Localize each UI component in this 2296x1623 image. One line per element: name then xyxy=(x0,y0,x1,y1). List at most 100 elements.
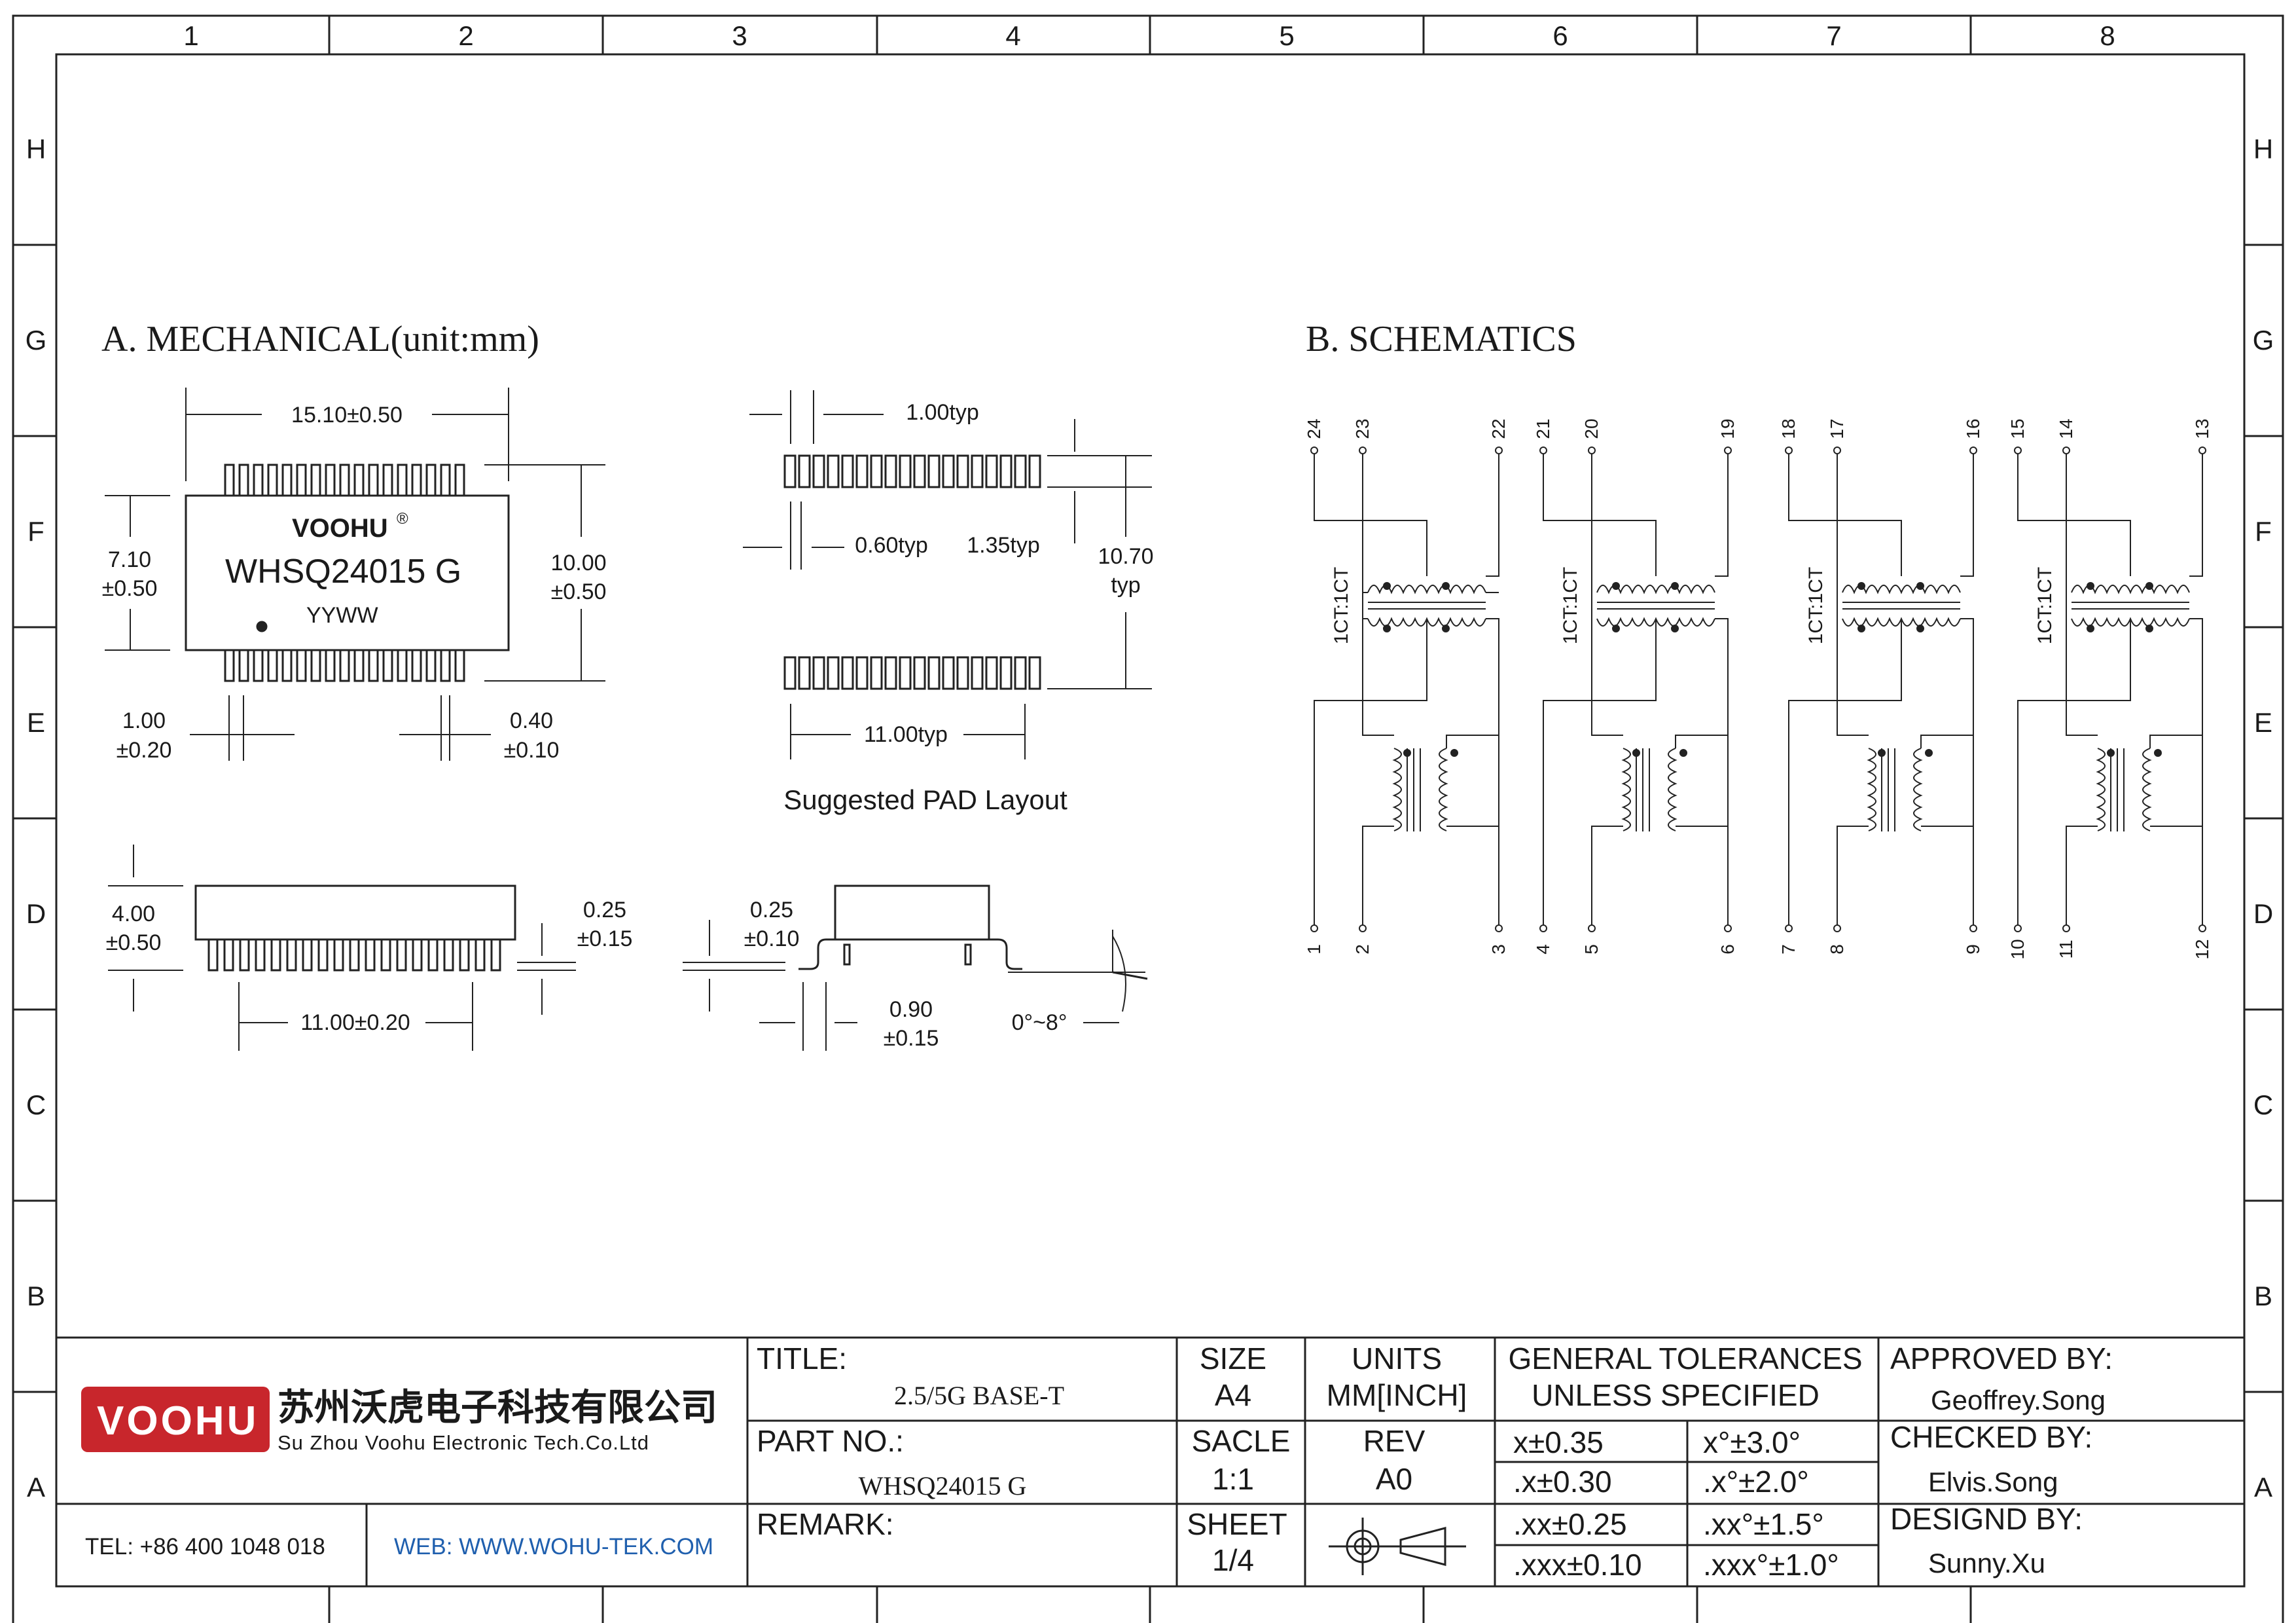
body-width-dim: 15.10±0.50 xyxy=(291,402,403,428)
designed-by-label: DESIGND BY: xyxy=(1890,1502,2083,1536)
top-view-dimensions xyxy=(105,388,605,761)
checked-by-value: Elvis.Song xyxy=(1928,1467,2058,1497)
body-height-dim: 7.10 xyxy=(107,547,152,572)
outer-frame xyxy=(12,14,2284,1623)
pad-pitch-dim: 1.00typ xyxy=(906,399,979,425)
span-tol: ±0.50 xyxy=(550,579,607,604)
height-tol: ±0.50 xyxy=(105,930,162,955)
turns-ratio-label: 1CT:1CT xyxy=(1560,566,1581,645)
column-label: 3 xyxy=(732,20,747,51)
schematic-diagram xyxy=(1310,447,2206,932)
voohu-logo-icon xyxy=(81,1387,270,1452)
sheet-label: SHEET xyxy=(1187,1507,1287,1541)
lead-profile-dimensions xyxy=(683,920,1145,1051)
side-view xyxy=(194,884,516,972)
tolerance-angular: .xx°±1.5° xyxy=(1703,1507,1824,1541)
row-label: B xyxy=(2253,1281,2273,1311)
tel-text: TEL: +86 400 1048 018 xyxy=(85,1534,325,1559)
row-label: E xyxy=(2253,707,2273,738)
column-label: 6 xyxy=(1552,20,1568,51)
web-link[interactable]: WEB: WWW.WOHU-TEK.COM xyxy=(394,1534,713,1559)
row-label: D xyxy=(26,898,46,929)
column-label: 1 xyxy=(183,20,199,51)
rev-value: A0 xyxy=(1375,1462,1413,1496)
column-label: 2 xyxy=(458,20,474,51)
pin-label: 19 xyxy=(1717,418,1738,439)
tolerance-angular: .x°±2.0° xyxy=(1703,1465,1809,1499)
pin-label: 10 xyxy=(2007,939,2028,960)
pin-label: 22 xyxy=(1488,418,1509,439)
tolerance-angular: x°±3.0° xyxy=(1703,1425,1801,1459)
side-view-dimensions xyxy=(108,845,576,1051)
lead-profile xyxy=(798,884,1148,980)
pin-label: 20 xyxy=(1581,418,1602,439)
schematics-heading: B. SCHEMATICS xyxy=(1306,319,1577,359)
scale-value: 1:1 xyxy=(1212,1462,1254,1496)
pin-label: 5 xyxy=(1581,944,1602,955)
tolerance-linear: .xxx±0.10 xyxy=(1513,1548,1642,1582)
pitch-tol: ±0.20 xyxy=(116,737,172,763)
pad-layout-caption: Suggested PAD Layout xyxy=(783,784,1067,815)
height-dim: 4.00 xyxy=(111,901,156,926)
foot-length-dim: 0.90 xyxy=(889,996,933,1022)
row-label: F xyxy=(2255,516,2272,547)
body-height-tol: ±0.50 xyxy=(101,575,158,601)
row-label: A xyxy=(26,1472,46,1503)
pin-label: 18 xyxy=(1778,418,1799,439)
turns-ratio-label: 1CT:1CT xyxy=(2034,566,2056,645)
pin-label: 4 xyxy=(1533,944,1553,955)
lead-thickness-dim: 0.25 xyxy=(749,897,794,922)
approved-by-value: Geoffrey.Song xyxy=(1931,1385,2106,1415)
checked-by-label: CHECKED BY: xyxy=(1890,1420,2093,1454)
package-part-marking: WHSQ24015 G xyxy=(225,553,462,591)
span-dim: 10.00 xyxy=(550,550,607,575)
part-number-value: WHSQ24015 G xyxy=(858,1471,1027,1501)
package-date-code: YYWW xyxy=(306,603,378,628)
pad-row-dim: 11.00typ xyxy=(864,721,948,747)
pad-length-dim: 1.35typ xyxy=(967,532,1040,558)
column-label: 4 xyxy=(1005,20,1021,51)
row-label: H xyxy=(26,134,46,164)
pin-label: 2 xyxy=(1352,944,1372,955)
logo-text: VOOHU xyxy=(97,1398,259,1444)
tolerance-subtitle: UNLESS SPECIFIED xyxy=(1532,1378,1820,1412)
row-ticks xyxy=(13,244,2283,1393)
pad-layout xyxy=(783,454,1041,690)
row-label: G xyxy=(2252,325,2274,356)
lead-width-dim: 0.40 xyxy=(509,708,554,733)
schematic-channel xyxy=(2014,447,2206,932)
pin-label: 8 xyxy=(1827,944,1847,955)
pin-label: 23 xyxy=(1352,418,1372,439)
turns-ratio-label: 1CT:1CT xyxy=(1805,566,1827,645)
pin-label: 9 xyxy=(1963,944,1983,955)
company-name-cn: 苏州沃虎电子科技有限公司 xyxy=(278,1387,717,1428)
column-ticks xyxy=(328,16,1972,1623)
rev-label: REV xyxy=(1363,1424,1426,1458)
tolerance-linear: x±0.35 xyxy=(1513,1425,1604,1459)
top-view xyxy=(185,464,510,682)
pin-label: 14 xyxy=(2056,418,2076,439)
schematic-channel xyxy=(1539,447,1732,932)
tolerance-linear: .x±0.30 xyxy=(1513,1465,1612,1499)
row-label: A xyxy=(2253,1472,2273,1503)
pin-label: 3 xyxy=(1488,944,1509,955)
pitch-dim: 1.00 xyxy=(122,708,166,733)
row-label: G xyxy=(25,325,47,356)
units-value: MM[INCH] xyxy=(1326,1378,1467,1412)
designed-by-value: Sunny.Xu xyxy=(1928,1548,2046,1578)
row-label: H xyxy=(2253,134,2274,164)
pad-span-dim: 10.70 xyxy=(1098,543,1154,569)
row-label: F xyxy=(27,516,45,547)
remark-label: REMARK: xyxy=(757,1507,894,1541)
scale-label: SACLE xyxy=(1191,1424,1291,1458)
schematic-channel xyxy=(1310,447,1503,932)
pin-label: 21 xyxy=(1533,418,1553,439)
foot-length-tol: ±0.15 xyxy=(883,1025,939,1051)
size-label: SIZE xyxy=(1199,1341,1267,1376)
turns-ratio-label: 1CT:1CT xyxy=(1331,566,1352,645)
pad-layout-dimensions xyxy=(743,390,1152,759)
size-value: A4 xyxy=(1214,1378,1252,1412)
schematic-channel xyxy=(1785,447,1977,932)
